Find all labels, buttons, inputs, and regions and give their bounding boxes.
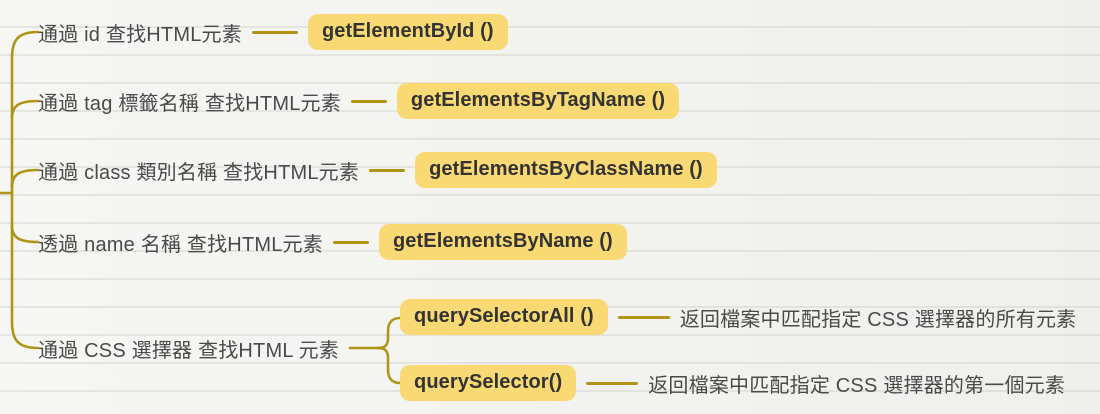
connector-dash	[332, 240, 369, 244]
method-chip-getelementsbyname[interactable]: getElementsByName ()	[378, 224, 627, 260]
child-row-queryselector: querySelector() 返回檔案中匹配指定 CSS 選擇器的第一個元素	[400, 363, 1065, 403]
connector-dash	[251, 30, 298, 34]
topic-find-by-class[interactable]: 通過 class 類別名稱 查找HTML元素	[38, 161, 360, 184]
topic-find-by-tag[interactable]: 通過 tag 標籤名稱 查找HTML元素	[38, 92, 341, 115]
branch-row-find-by-css-selector: 通過 CSS 選擇器 查找HTML 元素	[38, 328, 339, 368]
branch-row-find-by-id: 通過 id 查找HTML元素 getElementById ()	[38, 12, 508, 52]
css-branch-bracket-down	[376, 346, 402, 385]
css-branch-bracket-up	[376, 316, 402, 350]
branch-row-find-by-name: 透過 name 名稱 查找HTML元素 getElementsByName ()	[38, 222, 627, 262]
connector-dash	[350, 99, 387, 103]
connector-dash	[586, 381, 639, 385]
topic-find-by-css-selector[interactable]: 通過 CSS 選擇器 查找HTML 元素	[38, 339, 340, 362]
branch-hook-row2	[10, 99, 40, 120]
topic-find-by-name[interactable]: 透過 name 名稱 查找HTML元素	[38, 233, 323, 256]
branch-row-find-by-class: 通過 class 類別名稱 查找HTML元素 getElementsByClas…	[38, 150, 717, 190]
method-chip-getelementbyid[interactable]: getElementById ()	[307, 14, 508, 50]
branch-row-find-by-tag: 通過 tag 標籤名稱 查找HTML元素 getElementsByTagNam…	[38, 81, 680, 121]
child-row-queryselectorall: querySelectorAll () 返回檔案中匹配指定 CSS 選擇器的所有…	[400, 297, 1076, 337]
topic-find-by-id[interactable]: 通過 id 查找HTML元素	[38, 23, 242, 46]
connector-dash	[369, 168, 406, 172]
connector-dash	[617, 315, 670, 319]
branch-hook-row3	[10, 168, 40, 189]
method-chip-getelementsbyclassname[interactable]: getElementsByClassName ()	[415, 152, 717, 188]
method-chip-queryselectorall[interactable]: querySelectorAll ()	[400, 299, 608, 335]
description-queryselector[interactable]: 返回檔案中匹配指定 CSS 選擇器的第一個元素	[648, 374, 1066, 397]
description-queryselectorall[interactable]: 返回檔案中匹配指定 CSS 選擇器的所有元素	[679, 308, 1077, 331]
branch-hook-row4	[10, 224, 40, 244]
method-chip-getelementsbytagname[interactable]: getElementsByTagName ()	[396, 83, 680, 119]
method-chip-queryselector[interactable]: querySelector()	[400, 365, 577, 401]
trunk-line	[10, 30, 40, 350]
